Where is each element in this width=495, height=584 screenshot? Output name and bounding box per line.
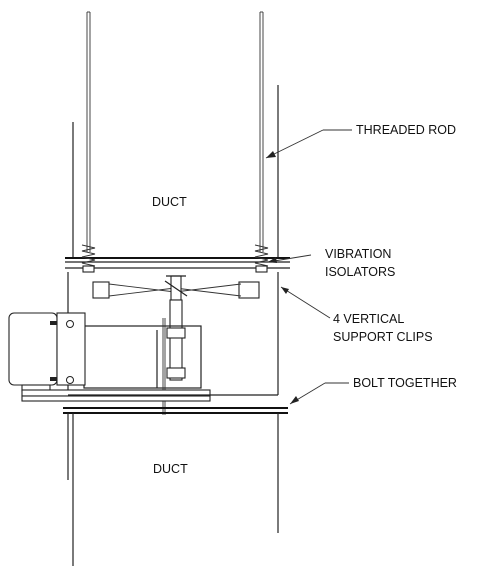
actuator-motor [8,312,86,392]
vibration-isolator-left [81,244,96,273]
bolt-together-label: BOLT TOGETHER [353,376,457,390]
lower-flange [63,394,288,414]
threaded-rod-label: THREADED ROD [356,123,456,137]
bolt-together-callout: BOLT TOGETHER [289,376,457,405]
threaded-rods [86,11,264,252]
mounting-base [21,389,211,402]
upper-flange [65,257,290,269]
vibration-isolator-right [254,244,269,273]
upper-duct-label: DUCT [152,195,187,209]
lower-duct [67,413,279,566]
vibration-isolators-label-2: ISOLATORS [325,265,395,279]
threaded-rod-callout: THREADED ROD [265,123,456,159]
damper-shaft [166,299,186,381]
upper-duct [72,85,279,258]
lower-duct-label: DUCT [153,462,188,476]
support-clips-label-2: SUPPORT CLIPS [333,330,433,344]
damper-blades [108,275,242,301]
vibration-isolators-callout: VIBRATION ISOLATORS [267,247,395,279]
support-clips [92,281,260,299]
support-clips-label-1: 4 VERTICAL [333,312,404,326]
support-clips-callout: 4 VERTICAL SUPPORT CLIPS [280,286,433,344]
vibration-isolators-label-1: VIBRATION [325,247,391,261]
